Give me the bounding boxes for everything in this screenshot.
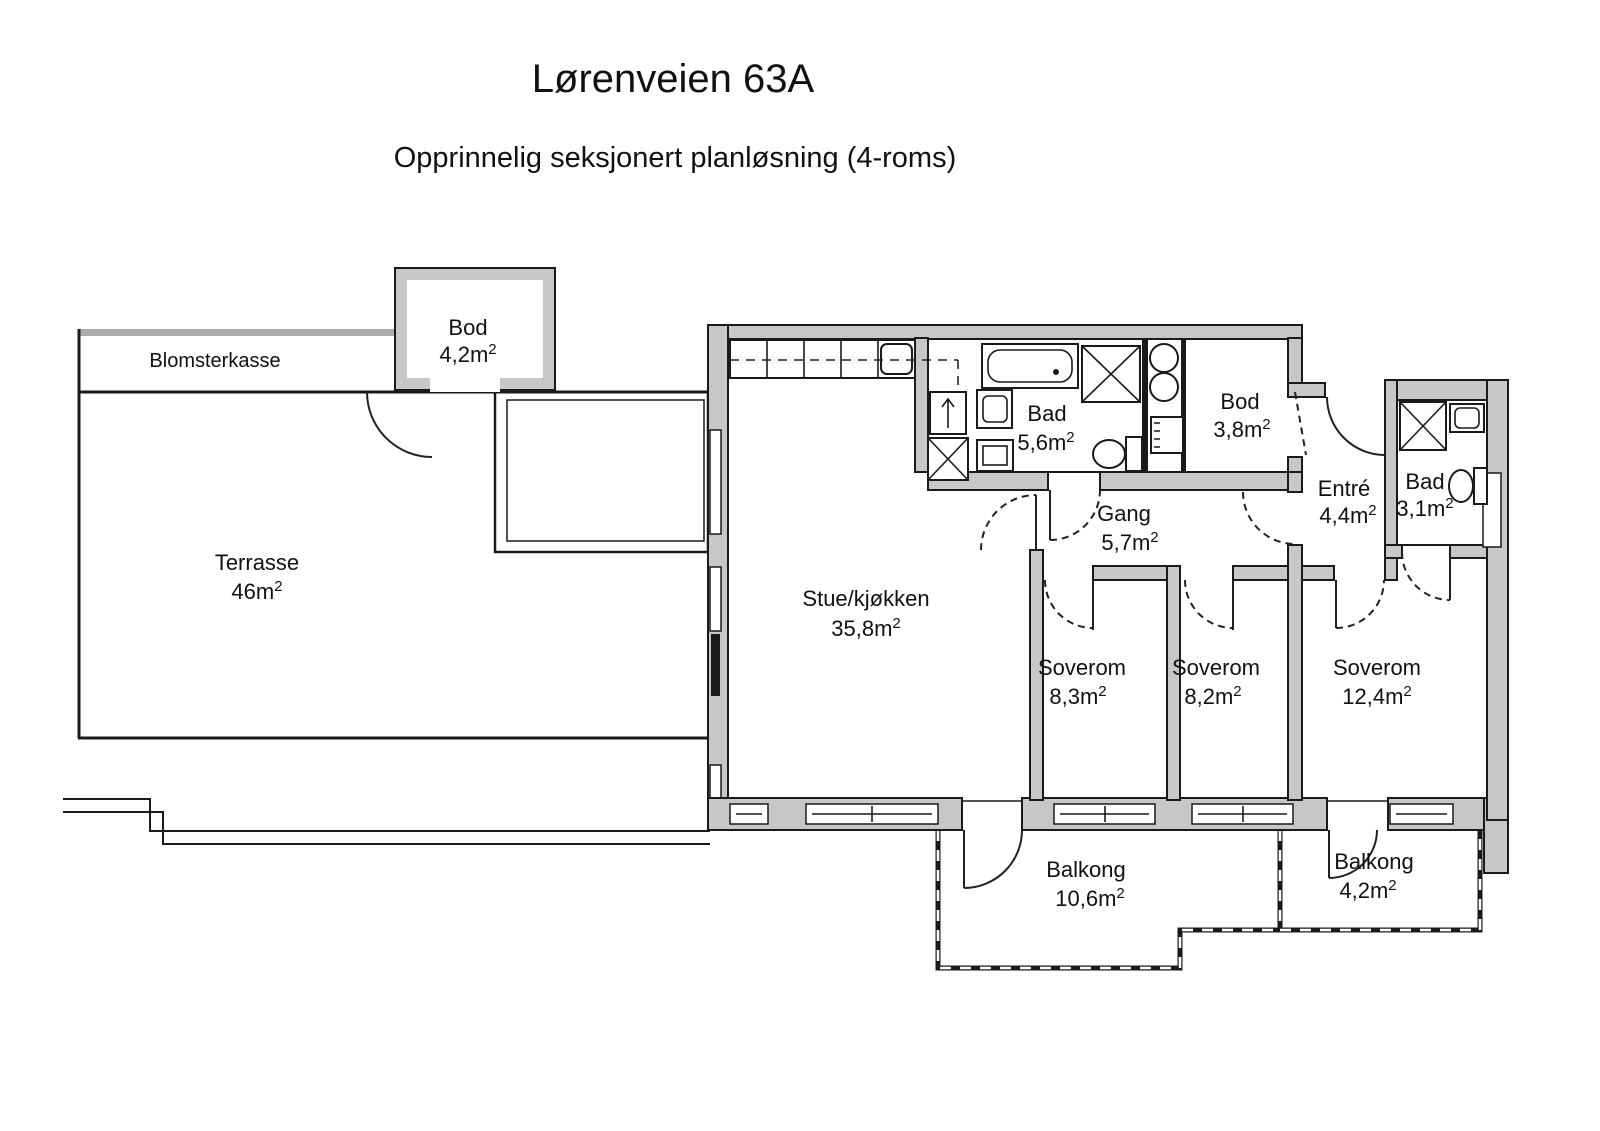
- entrance-door-swing: [1326, 396, 1386, 456]
- toilet-icon: [1448, 469, 1474, 503]
- washer-icon: [1149, 343, 1179, 373]
- dryer-icon: [1149, 372, 1179, 402]
- label-entre: Entré: [1318, 476, 1371, 501]
- room-labels: Blomsterkasse Bod 4,2m2 Terrasse 46m2 St…: [149, 315, 1453, 911]
- label-gang: Gang: [1097, 501, 1151, 526]
- label-balkong-liten: Balkong: [1334, 849, 1414, 874]
- label-balkong-stor-area: 10,6m2: [1055, 885, 1125, 911]
- page-title: Lørenveien 63A: [532, 57, 815, 101]
- label-bod-terrasse: Bod: [448, 315, 487, 340]
- terrace-recess-outer: [493, 390, 710, 554]
- label-entre-area: 4,4m2: [1319, 502, 1376, 528]
- storage-door-leaf: [1294, 391, 1307, 456]
- bottom-windows: [729, 803, 1454, 825]
- bathtub-icon: [981, 343, 1079, 389]
- kitchen-counter-icon: [729, 339, 959, 392]
- label-soverom3: Soverom: [1333, 655, 1421, 680]
- label-bod-terrasse-area: 4,2m2: [439, 341, 496, 367]
- terrace-recess-inner: [506, 399, 705, 542]
- kitchen-appliances: [927, 391, 969, 481]
- label-blomsterkasse: Blomsterkasse: [149, 350, 280, 372]
- page-subtitle: Opprinnelig seksjonert planløsning (4-ro…: [394, 142, 957, 174]
- exterior-storage-room: [366, 267, 556, 458]
- toilet-tank-icon: [1473, 467, 1488, 505]
- bathroom-small-fixtures: [1399, 401, 1488, 505]
- label-bad-stor: Bad: [1027, 401, 1066, 426]
- window: [709, 764, 722, 799]
- label-terrasse-area: 46m2: [231, 578, 282, 604]
- balcony-small-door-swing: [1328, 829, 1378, 879]
- terrace-boundary: [77, 329, 708, 740]
- balcony-door-swing: [963, 829, 1023, 889]
- bedroom1-door-swing: [1044, 579, 1094, 629]
- label-bad-stor-area: 5,6m2: [1017, 429, 1074, 455]
- livingroom-door-swing: [980, 494, 1037, 551]
- label-soverom1-area: 8,3m2: [1049, 683, 1106, 709]
- walls: [707, 324, 1509, 874]
- storage-floor: [407, 280, 543, 378]
- doors: [963, 391, 1451, 889]
- bedroom3-door-swing: [1335, 579, 1385, 629]
- label-stue: Stue/kjøkken: [802, 586, 929, 611]
- window: [709, 566, 722, 632]
- label-bod: Bod: [1220, 389, 1259, 414]
- balcony-small: [1277, 830, 1483, 933]
- bathroom-large-fixtures: [976, 343, 1143, 472]
- label-soverom2-area: 8,2m2: [1184, 683, 1241, 709]
- label-bad-liten-area: 3,1m2: [1396, 495, 1453, 521]
- window: [709, 429, 722, 535]
- window-dark: [711, 634, 720, 696]
- terrace-outline: [63, 329, 710, 845]
- entry-hall-door-swing: [1242, 491, 1296, 545]
- toilet-icon: [1092, 439, 1126, 469]
- label-gang-area: 5,7m2: [1101, 529, 1158, 555]
- planter-top-edge: [78, 329, 395, 336]
- label-bad-liten: Bad: [1405, 469, 1444, 494]
- label-bod-area: 3,8m2: [1213, 416, 1270, 442]
- bath-door-swing: [1049, 489, 1101, 541]
- walkway-edge: [63, 798, 710, 845]
- balcony-railing-dashes: [1278, 830, 1482, 932]
- toilet-tank-icon: [1125, 436, 1143, 472]
- door-swing-arc: [366, 391, 433, 458]
- label-soverom2: Soverom: [1172, 655, 1260, 680]
- label-stue-area: 35,8m2: [831, 615, 901, 641]
- label-soverom3-area: 12,4m2: [1342, 683, 1412, 709]
- washer-column-icons: [1149, 343, 1184, 454]
- bedroom2-door-swing: [1184, 579, 1234, 629]
- label-balkong-stor: Balkong: [1046, 857, 1126, 882]
- kitchen-sink-icon: [880, 343, 913, 375]
- label-soverom1: Soverom: [1038, 655, 1126, 680]
- storage-door-gap: [430, 376, 500, 392]
- label-terrasse: Terrasse: [215, 550, 299, 575]
- bath-small-door-swing: [1401, 551, 1451, 601]
- label-balkong-liten-area: 4,2m2: [1339, 877, 1396, 903]
